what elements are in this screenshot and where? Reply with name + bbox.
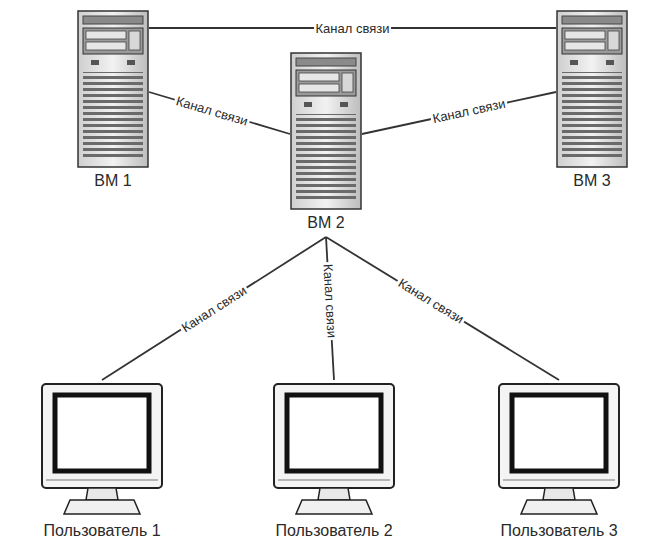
server-grill — [562, 72, 622, 160]
monitor-icon — [40, 382, 164, 518]
communication-link — [326, 237, 559, 380]
server-case — [291, 53, 361, 209]
server-node: ВМ 2 — [290, 52, 362, 233]
server-side-panel — [129, 31, 140, 50]
server-button — [340, 102, 348, 107]
node-label: ВМ 3 — [573, 171, 610, 191]
server-drive-bay — [83, 28, 143, 54]
server-button — [304, 102, 312, 107]
server-drive — [565, 31, 605, 39]
server-side-panel — [342, 73, 353, 92]
server-icon — [290, 52, 362, 210]
server-node: ВМ 1 — [77, 10, 149, 191]
server-button — [91, 60, 99, 65]
monitor-bezel — [274, 384, 394, 488]
server-drive — [565, 42, 605, 50]
monitor-bezel-line — [278, 480, 390, 481]
workstation-node: Пользователь 1 — [40, 382, 164, 541]
server-side-panel — [608, 31, 619, 50]
monitor-base — [521, 500, 597, 514]
monitor-stand — [318, 488, 350, 500]
server-top-panel — [296, 58, 356, 66]
monitor-stand — [543, 488, 575, 500]
server-button — [570, 60, 578, 65]
server-drive — [299, 84, 339, 92]
workstation-node: Пользователь 3 — [497, 382, 621, 541]
link-label: Канал связи — [429, 95, 508, 126]
link-label: Канал связи — [320, 262, 339, 341]
server-case — [557, 11, 627, 167]
communication-link — [102, 237, 326, 380]
monitor-screen — [55, 395, 149, 471]
workstation-node: Пользователь 2 — [272, 382, 396, 541]
communication-link — [149, 92, 290, 134]
link-label: Канал связи — [177, 281, 251, 336]
node-label: ВМ 2 — [307, 213, 344, 233]
monitor-icon — [272, 382, 396, 518]
server-grill — [296, 114, 356, 202]
server-drive — [86, 31, 126, 39]
server-top-panel — [562, 16, 622, 24]
monitor-stand — [86, 488, 118, 500]
monitor-screen — [287, 395, 381, 471]
monitor-bezel — [42, 384, 162, 488]
node-label: ВМ 1 — [94, 171, 131, 191]
server-drive-bay — [562, 28, 622, 54]
node-label: Пользователь 3 — [500, 521, 617, 541]
server-icon — [556, 10, 628, 168]
server-button — [606, 60, 614, 65]
node-label: Пользователь 2 — [275, 521, 392, 541]
monitor-base — [64, 500, 140, 514]
server-drive — [299, 73, 339, 81]
monitor-icon — [497, 382, 621, 518]
server-drive-bay — [296, 70, 356, 96]
monitor-bezel-line — [503, 480, 615, 481]
monitor-screen — [512, 395, 606, 471]
server-case — [78, 11, 148, 167]
monitor-bezel — [499, 384, 619, 488]
server-node: ВМ 3 — [556, 10, 628, 191]
communication-link — [362, 92, 556, 134]
server-top-panel — [83, 16, 143, 24]
link-label: Канал связи — [314, 21, 392, 36]
server-grill — [83, 72, 143, 160]
link-label: Канал связи — [173, 93, 252, 130]
server-drive — [86, 42, 126, 50]
link-label: Канал связи — [394, 275, 468, 329]
node-label: Пользователь 1 — [43, 521, 160, 541]
server-icon — [77, 10, 149, 168]
monitor-base — [296, 500, 372, 514]
server-button — [127, 60, 135, 65]
monitor-bezel-line — [46, 480, 158, 481]
